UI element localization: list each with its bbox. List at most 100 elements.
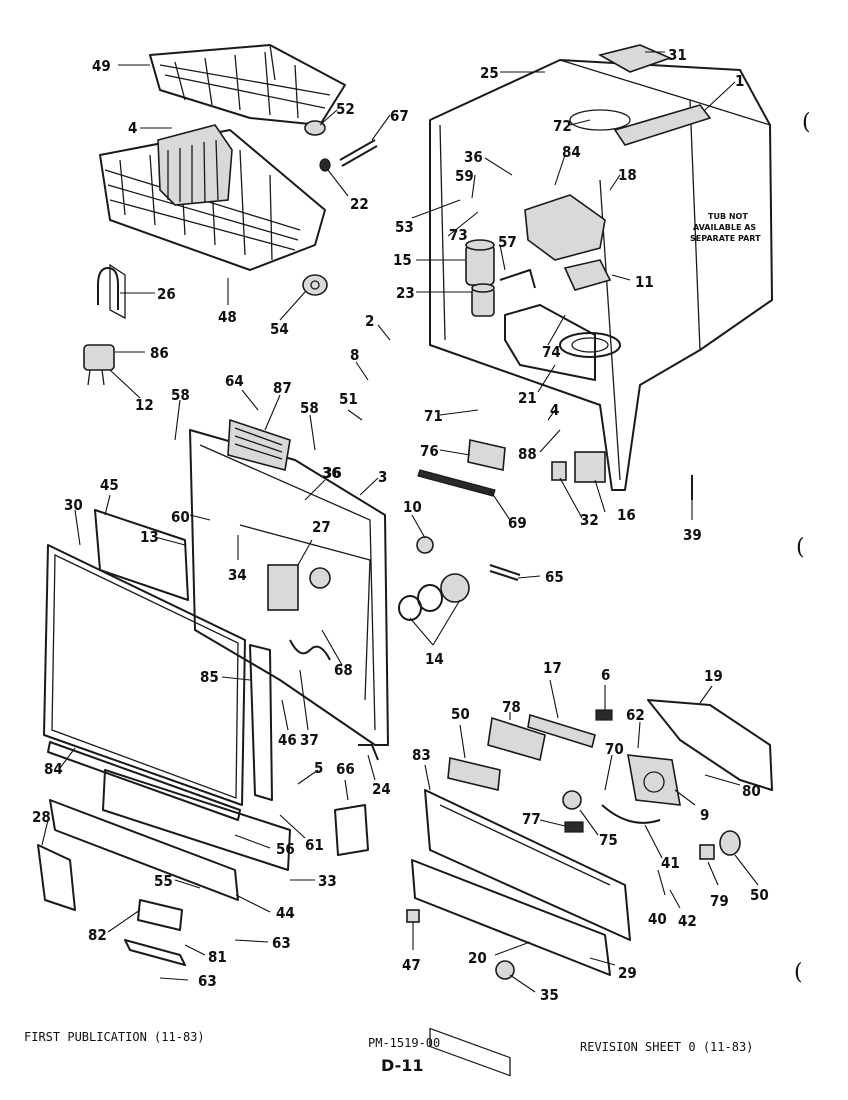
callout: 62 <box>626 706 645 724</box>
callout: 5 <box>314 759 323 777</box>
switch-50b <box>719 830 741 856</box>
rack-rail-67 <box>339 139 378 167</box>
fill-valve-86 <box>83 344 115 386</box>
callout: 51 <box>339 390 358 408</box>
callout: 30 <box>64 496 83 514</box>
gasket-14 <box>398 573 470 621</box>
callout: 67 <box>390 107 409 125</box>
callout: 25 <box>480 64 499 82</box>
callout: 64 <box>225 372 244 390</box>
knob-75 <box>562 790 582 810</box>
bumper-47 <box>406 909 420 923</box>
tub-25 <box>429 59 773 491</box>
callout: 68 <box>334 661 353 679</box>
callout: 80 <box>742 782 761 800</box>
door-panel-30 <box>43 544 246 806</box>
fan-10 <box>416 536 434 554</box>
door-frame-45 <box>94 509 189 601</box>
callout: 6 <box>601 666 610 684</box>
switch-block-17 <box>527 713 596 749</box>
svg-text:AVAILABLE AS: AVAILABLE AS <box>693 223 756 232</box>
callout: 48 <box>218 308 237 326</box>
callout: 52 <box>336 100 355 118</box>
callout: 37 <box>300 731 319 749</box>
callout: 45 <box>100 476 119 494</box>
tub-hump-31 <box>597 44 673 73</box>
callout: 13 <box>140 528 159 546</box>
callout: 88 <box>518 445 537 463</box>
callout: 12 <box>135 396 154 414</box>
switch-78 <box>487 716 546 762</box>
callout: 20 <box>468 949 487 967</box>
callout: 73 <box>449 226 468 244</box>
callout: 71 <box>424 407 443 425</box>
callout: 3 <box>378 468 387 486</box>
callout: 27 <box>312 518 331 536</box>
svg-text:SEPARATE PART: SEPARATE PART <box>690 234 761 243</box>
callout: 60 <box>171 508 190 526</box>
margin-mark: ( <box>796 535 805 560</box>
callout: 86 <box>150 344 169 362</box>
insulation-69 <box>417 469 496 497</box>
callout: 19 <box>704 667 723 685</box>
callout: 81 <box>208 948 227 966</box>
callout: 70 <box>605 740 624 758</box>
callout: 83 <box>412 746 431 764</box>
margin-mark: ( <box>794 960 803 985</box>
knob-79 <box>699 844 715 860</box>
callout: 14 <box>425 650 444 668</box>
float-switch-11 <box>563 259 612 291</box>
housing-19 <box>647 699 773 791</box>
callout: 24 <box>372 780 391 798</box>
callout: 36 <box>323 464 342 482</box>
callout: 72 <box>553 117 572 135</box>
callout: 2 <box>365 312 374 330</box>
callout: 26 <box>157 285 176 303</box>
rack-clip-22 <box>319 158 331 172</box>
callout: 61 <box>305 836 324 854</box>
callout: 32 <box>580 511 599 529</box>
callout: 50 <box>451 705 470 723</box>
pump-motor-15 <box>465 239 495 286</box>
trim-kit-66 <box>334 804 369 856</box>
callout-labels: 49 52 67 4 22 26 48 54 53 86 12 58 64 87… <box>32 46 769 1004</box>
spray-tube-65 <box>489 564 521 581</box>
door-spring-37 <box>289 639 331 661</box>
callout: 22 <box>350 195 369 213</box>
rack-roller-54 <box>302 274 328 296</box>
bracket-57 <box>499 269 536 289</box>
knob-6 <box>595 709 613 721</box>
callout: 33 <box>318 872 337 890</box>
callout: 50 <box>750 886 769 904</box>
callout: 18 <box>618 166 637 184</box>
margin-mark: ( <box>802 110 811 135</box>
callout: 58 <box>300 399 319 417</box>
rail-76 <box>467 439 506 471</box>
callout: 21 <box>518 389 537 407</box>
page-number: D-11 <box>381 1056 424 1075</box>
toe-panel-56 <box>102 769 291 871</box>
callout: 46 <box>278 731 297 749</box>
console-83 <box>424 789 631 941</box>
vent-1 <box>613 104 712 146</box>
callout: 56 <box>276 840 295 858</box>
silverware-basket <box>157 124 233 206</box>
callout: 69 <box>508 514 527 532</box>
callout: 47 <box>402 956 421 974</box>
hose-clamp-26 <box>97 263 126 320</box>
callout: 57 <box>498 233 517 251</box>
callout: 65 <box>545 568 564 586</box>
callout: 74 <box>542 343 561 361</box>
callout: 1 <box>735 72 744 90</box>
callout: 28 <box>32 808 51 826</box>
tub-note: TUB NOT AVAILABLE AS SEPARATE PART <box>690 212 761 243</box>
callout: 36 <box>464 148 483 166</box>
callout: 85 <box>200 668 219 686</box>
callout: 42 <box>678 912 697 930</box>
callout: 35 <box>540 986 559 1004</box>
bracket-82 <box>137 899 183 931</box>
knob-35 <box>495 960 515 980</box>
door-hinge-46 <box>249 644 273 801</box>
footer-part-number: PM-1519-00 <box>368 1036 441 1050</box>
